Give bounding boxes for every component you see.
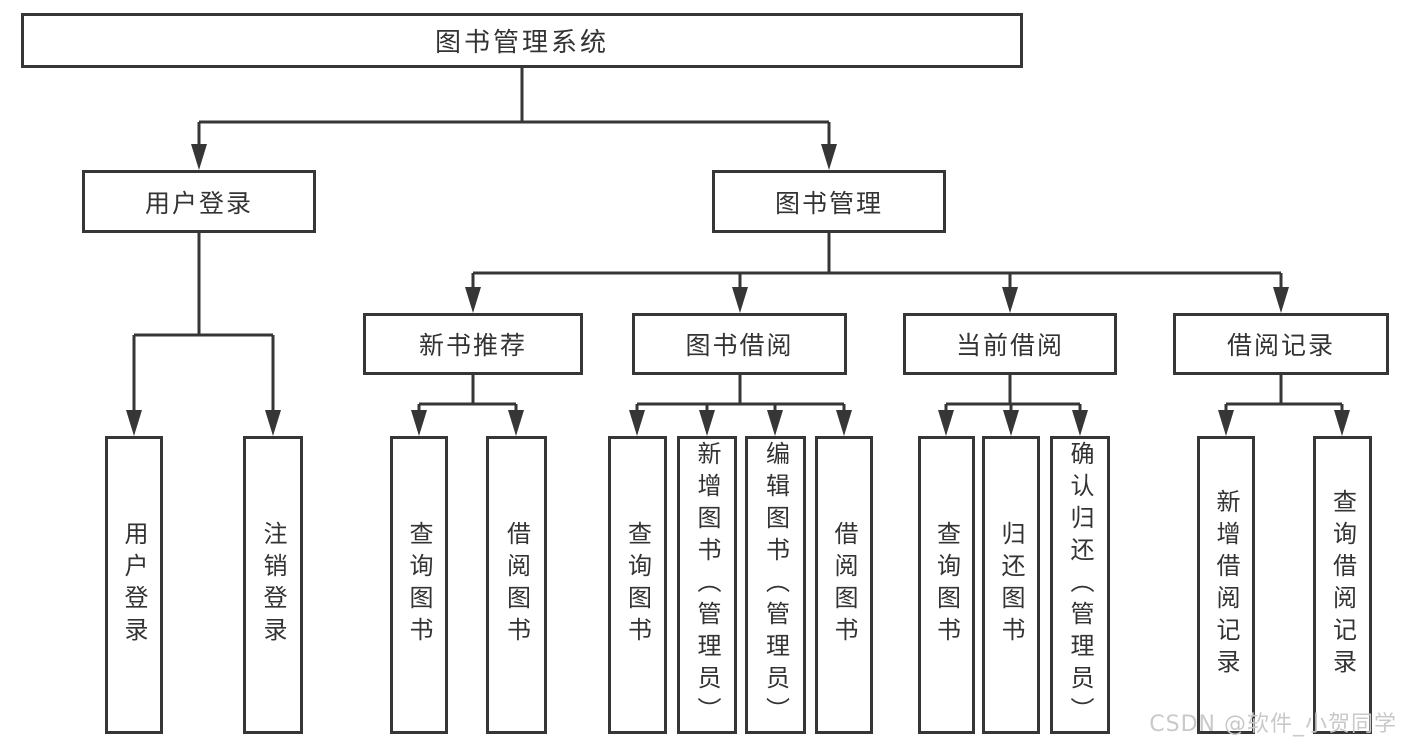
node-label: 新增图书（管理员） bbox=[693, 441, 721, 729]
leaf-borrow-books: 借阅图书 bbox=[815, 436, 873, 734]
node-new-book-recommend: 新书推荐 bbox=[363, 313, 583, 375]
node-current-borrowing: 当前借阅 bbox=[903, 313, 1117, 375]
node-label: 编辑图书（管理员） bbox=[761, 441, 790, 729]
node-label: 查询借阅记录 bbox=[1328, 489, 1357, 681]
node-label: 确认归还（管理员） bbox=[1066, 441, 1094, 729]
node-label: 借阅图书 bbox=[502, 521, 531, 649]
node-label: 图书管理系统 bbox=[434, 28, 609, 58]
watermark: CSDN @软件_小贺同学 bbox=[1149, 712, 1397, 737]
node-label: 查询图书 bbox=[932, 521, 961, 649]
node-label: 用户登录 bbox=[144, 188, 253, 218]
leaf-query-books-recommend: 查询图书 bbox=[390, 436, 448, 734]
leaf-logout-login: 注销登录 bbox=[243, 436, 303, 734]
leaf-add-books-admin: 新增图书（管理员） bbox=[677, 436, 737, 734]
node-label: 借阅记录 bbox=[1226, 331, 1335, 360]
leaf-user-login: 用户登录 bbox=[105, 436, 163, 734]
leaf-confirm-return-admin: 确认归还（管理员） bbox=[1050, 436, 1110, 734]
node-label: 借阅图书 bbox=[830, 521, 858, 649]
node-label: 归还图书 bbox=[997, 521, 1025, 649]
node-borrowing-records: 借阅记录 bbox=[1173, 313, 1389, 375]
node-label: 图书借阅 bbox=[685, 331, 794, 360]
leaf-query-books-current: 查询图书 bbox=[918, 436, 975, 734]
leaf-query-books-borrowing: 查询图书 bbox=[608, 436, 667, 734]
node-label: 用户登录 bbox=[120, 521, 148, 649]
node-root: 图书管理系统 bbox=[21, 13, 1023, 68]
node-label: 当前借阅 bbox=[955, 331, 1064, 360]
node-label: 新书推荐 bbox=[418, 331, 527, 360]
node-user-login: 用户登录 bbox=[82, 170, 316, 233]
node-label: 查询图书 bbox=[623, 521, 652, 649]
leaf-query-borrow-record: 查询借阅记录 bbox=[1313, 436, 1372, 734]
leaf-return-books: 归还图书 bbox=[982, 436, 1040, 734]
node-label: 查询图书 bbox=[405, 521, 433, 649]
leaf-add-borrow-record: 新增借阅记录 bbox=[1197, 436, 1255, 734]
node-label: 图书管理 bbox=[774, 188, 883, 218]
node-book-management: 图书管理 bbox=[712, 170, 946, 233]
leaf-edit-books-admin: 编辑图书（管理员） bbox=[745, 436, 806, 734]
node-label: 新增借阅记录 bbox=[1212, 489, 1240, 681]
node-book-borrowing: 图书借阅 bbox=[632, 313, 847, 375]
leaf-borrow-books-recommend: 借阅图书 bbox=[486, 436, 547, 734]
node-label: 注销登录 bbox=[259, 521, 287, 649]
